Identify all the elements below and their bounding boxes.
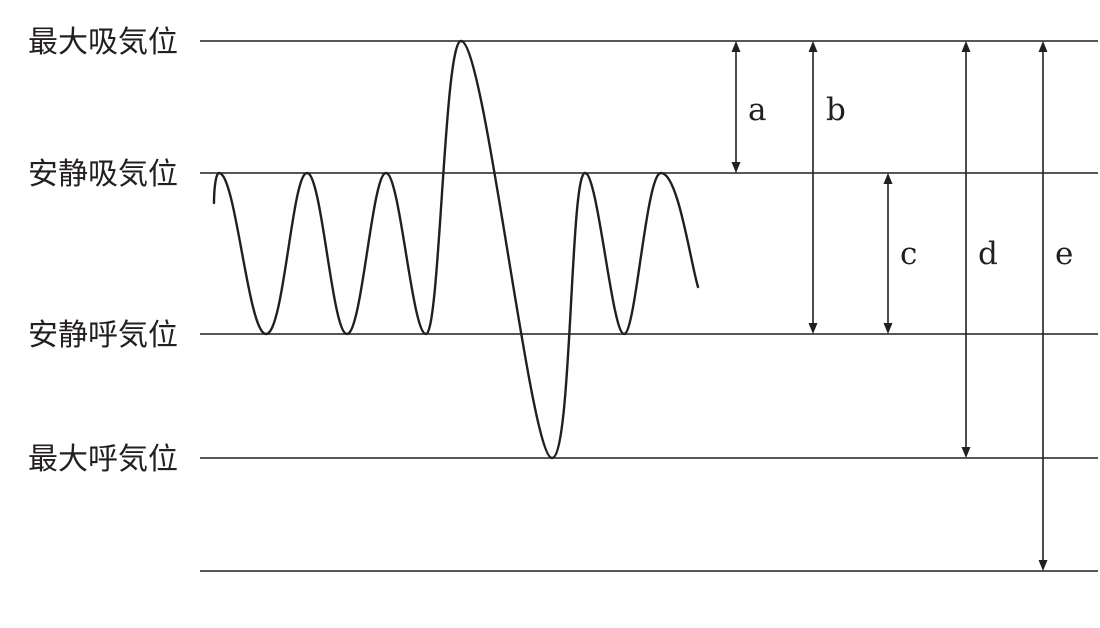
arrow-d-head-bottom <box>961 447 971 458</box>
arrow-e-head-bottom <box>1038 560 1048 571</box>
label-resting-expiratory: 安静呼気位 <box>28 318 178 353</box>
level-lines <box>200 40 1098 572</box>
label-max-expiratory: 最大呼気位 <box>28 442 178 477</box>
arrow-b-label: b <box>826 92 846 128</box>
arrow-c-head-top <box>883 173 893 184</box>
level-labels: 最大吸気位 安静吸気位 安静呼気位 最大呼気位 <box>28 25 178 477</box>
arrow-b-head-bottom <box>808 323 818 334</box>
arrow-a-head-bottom <box>731 162 741 173</box>
arrow-b: b <box>808 41 846 334</box>
arrow-a-label: a <box>748 92 766 128</box>
arrow-c-head-bottom <box>883 323 893 334</box>
breathing-waveform <box>212 39 700 460</box>
arrow-d: d <box>961 41 998 458</box>
arrow-e: e <box>1038 41 1073 571</box>
arrow-e-label: e <box>1055 236 1073 272</box>
arrow-d-label: d <box>978 236 998 272</box>
arrow-a: a <box>731 41 766 173</box>
arrow-c-label: c <box>900 236 917 272</box>
label-max-inspiratory: 最大吸気位 <box>28 25 178 60</box>
arrow-b-head-top <box>808 41 818 52</box>
label-resting-inspiratory: 安静吸気位 <box>28 157 178 192</box>
arrow-d-head-top <box>961 41 971 52</box>
measurement-arrows: a b c d e <box>731 41 1073 571</box>
arrow-e-head-top <box>1038 41 1048 52</box>
arrow-a-head-top <box>731 41 741 52</box>
arrow-c: c <box>883 173 917 334</box>
